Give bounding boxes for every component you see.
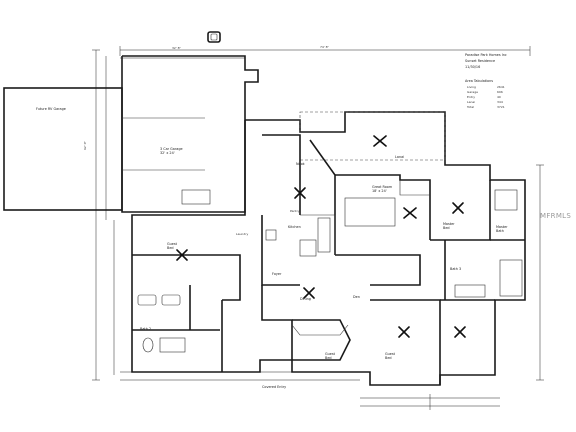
garage-width-dim: 32' 8": [172, 46, 182, 50]
north-marker-icon: [207, 31, 221, 43]
ceiling-fan-icon: [294, 187, 306, 199]
pantry-label: Pantry: [290, 209, 300, 213]
area-row-label: Lanai: [467, 100, 475, 104]
laundry-label: Laundry: [236, 232, 248, 236]
water-heater: [181, 189, 211, 205]
area-row-value: 2641: [497, 85, 505, 89]
den-label: Den: [353, 295, 360, 299]
ceiling-fan-icon: [398, 326, 410, 338]
area-table-heading: Area Tabulations: [465, 79, 493, 83]
title-line-3: 11/30/16: [465, 65, 480, 69]
title-line-2: Sunset Residence: [465, 59, 495, 63]
title-line-1: Paradise Park Homes Inc: [465, 53, 507, 57]
ceiling-fan-icon: [303, 287, 315, 299]
area-row-value: 3721: [497, 105, 505, 109]
sink: [137, 294, 157, 306]
area-row-value: 344: [497, 100, 503, 104]
ceiling-fan-icon: [176, 249, 188, 261]
overall-depth-label: 62' 0": [83, 140, 87, 150]
watermark: MFRMLS: [540, 212, 571, 220]
ceiling-fan-icon: [454, 326, 466, 338]
area-row-label: Living: [467, 85, 476, 89]
area-row-value: 696: [497, 90, 503, 94]
dining-label: Dining: [300, 297, 311, 301]
ceiling-fan-icon: [452, 202, 464, 214]
tub: [159, 337, 186, 353]
kitchen-bar: [344, 197, 396, 227]
covered-entry-label: Covered Entry: [262, 385, 286, 389]
lanai-label: Lanai: [395, 155, 404, 159]
toilet: [142, 337, 154, 353]
kitchen-label: Kitchen: [288, 225, 301, 229]
foyer-label: Foyer: [272, 272, 282, 276]
future-rv-label: Future RV Garage: [36, 107, 66, 111]
nook-label: Nook: [296, 162, 305, 166]
bath-2-label: Bath 2: [140, 327, 151, 331]
ceiling-fan-icon: [403, 207, 417, 219]
area-row-value: 40: [497, 95, 501, 99]
bath-3-label: Bath 3: [450, 267, 461, 271]
shower: [499, 259, 523, 297]
area-row-label: Total: [466, 105, 474, 109]
garage: [121, 55, 259, 213]
ceiling-fan-icon: [373, 135, 387, 147]
kitchen-island: [317, 217, 331, 253]
area-row-label: Garage: [467, 90, 478, 94]
overall-width-label: 74' 8": [320, 45, 330, 49]
area-row-label: Entry: [467, 95, 475, 99]
